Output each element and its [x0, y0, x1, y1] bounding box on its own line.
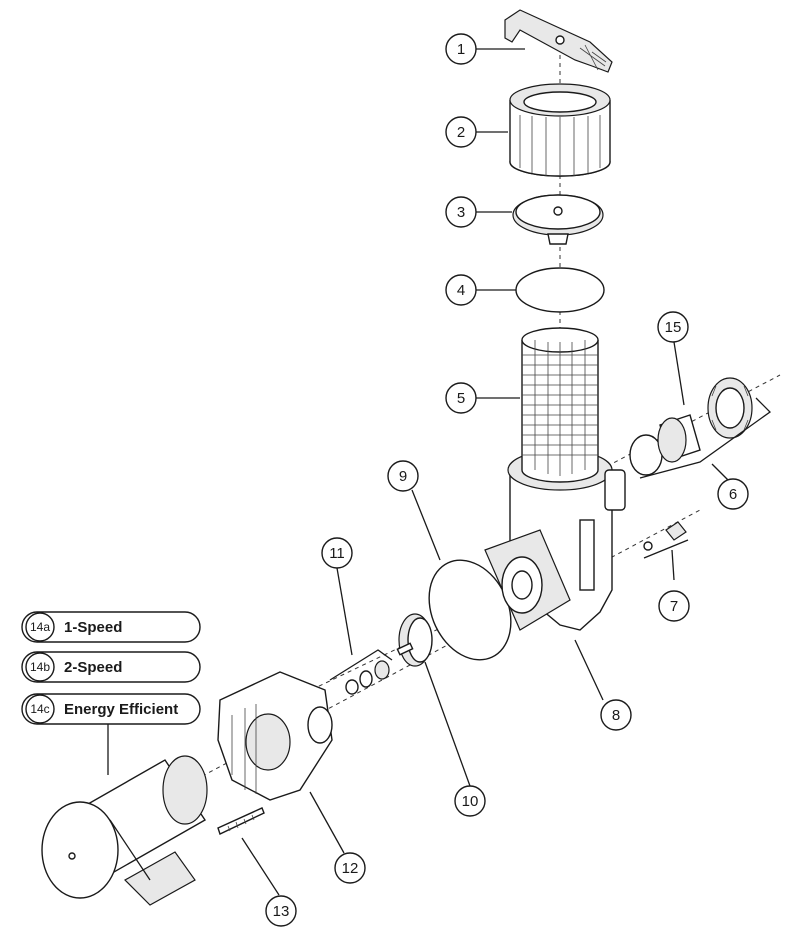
callout-12-label: 12 — [342, 860, 359, 877]
callout-9: 9 — [387, 460, 419, 492]
callout-10: 10 — [454, 785, 486, 817]
callout-13: 13 — [265, 895, 297, 927]
callout-6-label: 6 — [729, 486, 737, 503]
part-lid-o-ring — [515, 267, 605, 313]
motor-option-14c-label: Energy Efficient — [64, 701, 178, 718]
callout-8-label: 8 — [612, 707, 620, 724]
leader-lines — [107, 48, 729, 896]
callout-6: 6 — [717, 478, 749, 510]
callout-15-label: 15 — [665, 319, 682, 336]
part-drain-plug — [643, 521, 687, 551]
part-impeller — [396, 613, 433, 667]
callout-3: 3 — [445, 196, 477, 228]
callout-11: 11 — [321, 537, 353, 569]
callout-7-label: 7 — [670, 598, 678, 615]
callout-11-label: 11 — [329, 545, 345, 562]
part-union-nut — [707, 377, 753, 439]
part-union-adapter — [629, 414, 701, 476]
part-motor — [41, 755, 208, 906]
part-shaft-seal — [345, 660, 390, 695]
motor-option-14a: 14a 1-Speed — [21, 611, 201, 643]
motor-option-14c-code: 14c — [30, 702, 49, 716]
motor-option-14a-label: 1-Speed — [64, 619, 122, 636]
part-lid-ring — [509, 83, 611, 177]
callout-5-label: 5 — [457, 390, 465, 407]
callout-2: 2 — [445, 116, 477, 148]
callout-1-label: 1 — [457, 41, 465, 58]
bracket-11 — [329, 649, 393, 681]
callout-3-label: 3 — [457, 204, 465, 221]
part-motor-adapter — [217, 671, 333, 801]
part-strainer-basket — [521, 327, 599, 483]
callout-7: 7 — [658, 590, 690, 622]
motor-option-14b-code: 14b — [30, 660, 50, 674]
bracket-7 — [643, 539, 689, 559]
motor-option-14c: 14c Energy Efficient — [21, 693, 201, 725]
callout-13-label: 13 — [273, 903, 290, 920]
callout-12: 12 — [334, 852, 366, 884]
callout-2-label: 2 — [457, 124, 465, 141]
motor-option-14b: 14b 2-Speed — [21, 651, 201, 683]
bracket-6 — [639, 397, 772, 479]
callout-4: 4 — [445, 274, 477, 306]
motor-option-14b-label: 2-Speed — [64, 659, 122, 676]
callout-1: 1 — [445, 33, 477, 65]
part-pot-lid — [512, 194, 604, 245]
callout-9-label: 9 — [399, 468, 407, 485]
middle-axis-line — [289, 589, 521, 701]
callout-15: 15 — [657, 311, 689, 343]
callout-8: 8 — [600, 699, 632, 731]
callout-5: 5 — [445, 382, 477, 414]
callout-4-label: 4 — [457, 282, 465, 299]
part-seal-plate — [484, 529, 571, 631]
part-lid-handle — [504, 9, 613, 73]
part-screw — [217, 807, 265, 835]
callout-10-label: 10 — [462, 793, 479, 810]
motor-option-14a-code: 14a — [30, 620, 50, 634]
